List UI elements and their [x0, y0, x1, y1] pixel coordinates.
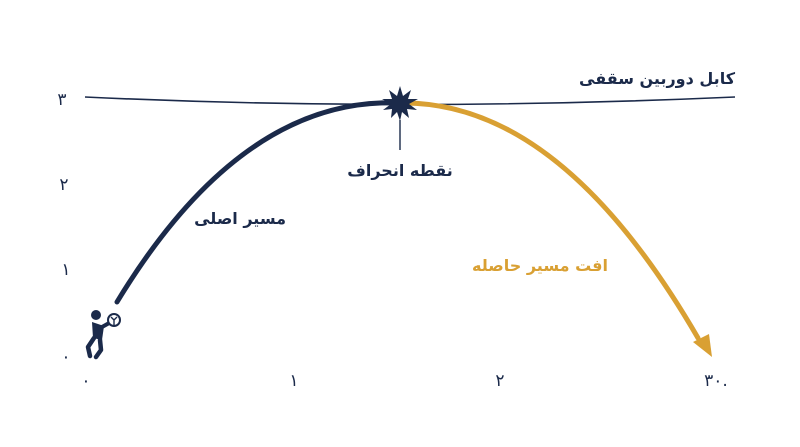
x-tick-3: ۳۰. [704, 371, 728, 391]
deflection-point-label: نقطه انحراف [347, 161, 452, 180]
deflected-trajectory [397, 100, 701, 341]
x-tick-2: ۲ [495, 371, 504, 391]
resulting-path-label: افت مسیر حاصله [472, 256, 608, 275]
y-tick-0: ۰ [61, 347, 70, 367]
x-tick-0: ۰ [81, 371, 90, 391]
x-tick-1: ۱ [289, 371, 298, 391]
main-trajectory [114, 100, 403, 305]
y-tick-3: ۳ [57, 90, 66, 110]
player-catching-ball-icon [85, 310, 121, 360]
y-tick-1: ۱ [61, 260, 70, 280]
y-tick-2: ۲ [59, 175, 68, 195]
arrowhead-icon [693, 334, 712, 357]
impact-star-icon [382, 86, 418, 121]
cable-label: کابل دوربین سقفی [579, 69, 736, 88]
main-path-label: مسیر اصلی [194, 209, 286, 228]
